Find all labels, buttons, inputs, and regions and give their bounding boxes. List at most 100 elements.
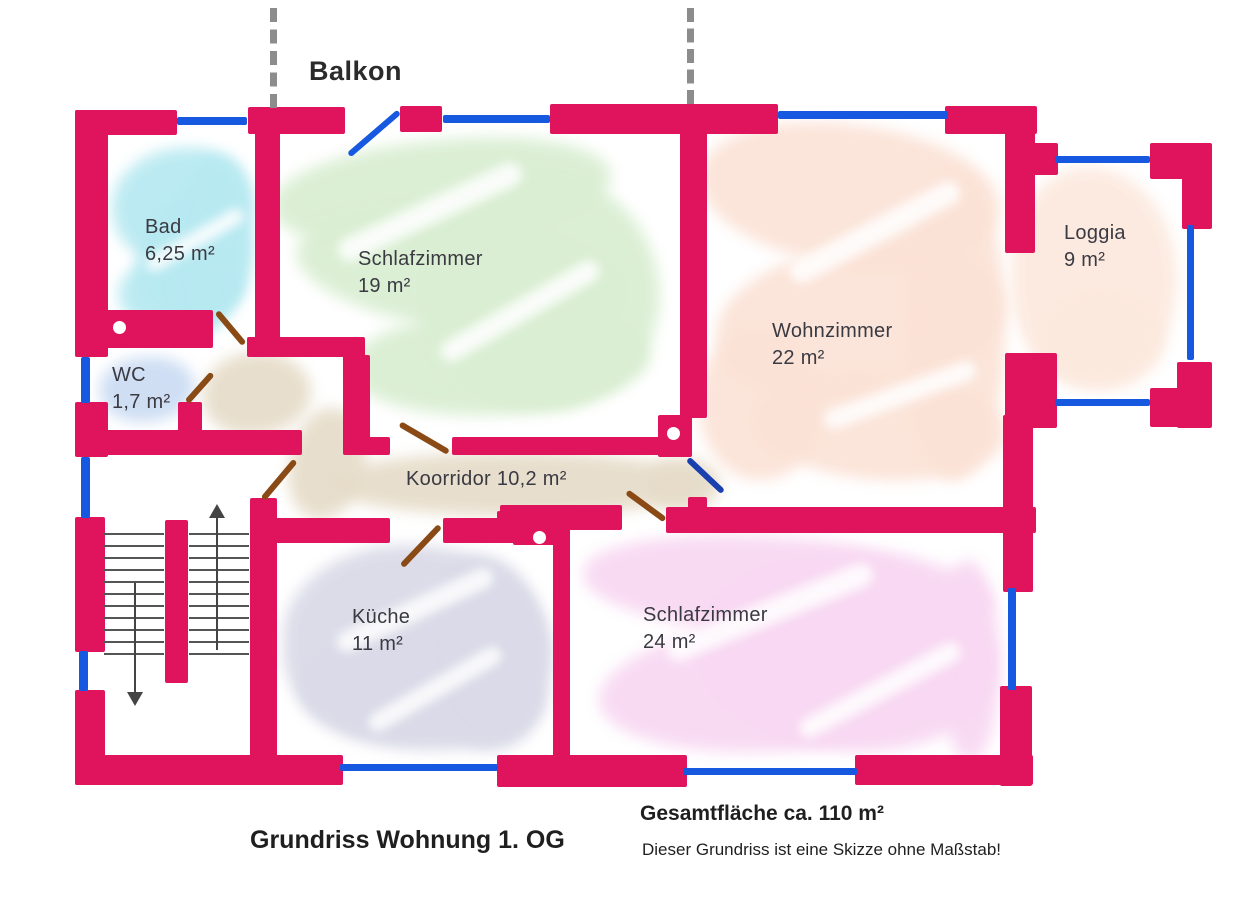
room-fill-koorridor [645, 458, 720, 510]
wall-segment [75, 755, 343, 785]
plan-title: Grundriss Wohnung 1. OG [250, 826, 565, 854]
room-name: Küche [352, 606, 411, 628]
room-label-bad: Bad 6,25 m² [145, 214, 215, 268]
room-name: Schlafzimmer [643, 604, 768, 626]
wall-segment [178, 402, 202, 432]
balcony-divider-line [270, 8, 277, 108]
stair-step [189, 581, 249, 583]
stair-arrow-up-head [209, 504, 225, 518]
room-area: 24 m² [643, 631, 696, 653]
room-name: WC [112, 364, 146, 386]
room-area: 11 m² [352, 633, 404, 655]
window [177, 117, 247, 125]
door-hinge-dot [667, 427, 680, 440]
room-label-wc: WC 1,7 m² [112, 362, 170, 416]
door-swing [260, 459, 298, 501]
stair-arrow-down [134, 583, 136, 693]
stair-step [104, 581, 164, 583]
wall-segment [500, 505, 622, 530]
stair-step [189, 593, 249, 595]
wall-segment [1030, 143, 1058, 175]
balcony-door-swing [347, 109, 401, 158]
wall-segment [165, 520, 188, 683]
wall-segment [1182, 173, 1212, 229]
disclaimer-note: Dieser Grundriss ist eine Skizze ohne Ma… [642, 840, 1002, 859]
door-swing [625, 489, 667, 523]
window [340, 764, 498, 771]
stair-step [104, 545, 164, 547]
room-label-loggia: Loggia 9 m² [1064, 220, 1126, 274]
door-hinge-dot [113, 321, 126, 334]
stair-step [104, 533, 164, 535]
door-swing [399, 523, 443, 569]
room-label-koorridor: Koorridor 10,2 m² [406, 466, 567, 493]
window [81, 457, 90, 518]
room-label-schlafzimmer-19: Schlafzimmer 19 m² [358, 246, 483, 300]
window [1055, 156, 1150, 163]
stair-step [189, 605, 249, 607]
stair-step [189, 653, 249, 655]
room-area: 6,25 m² [145, 243, 215, 265]
window [443, 115, 550, 123]
balcony-divider-line [687, 8, 694, 104]
stair-step [104, 557, 164, 559]
wall-segment [75, 110, 177, 135]
wall-segment [452, 437, 660, 455]
wall-segment [400, 106, 442, 132]
room-fill-wohnzimmer [700, 330, 820, 480]
room-fill-wohnzimmer [905, 170, 1005, 480]
room-area: 9 m² [1064, 249, 1106, 271]
room-name: Koorridor [406, 468, 491, 490]
stair-step [189, 533, 249, 535]
door-swing [398, 421, 450, 455]
wall-segment [255, 128, 280, 343]
room-label-kueche: Küche 11 m² [352, 604, 410, 658]
wall-segment [553, 530, 570, 757]
wall-segment [680, 126, 707, 418]
stair-step [189, 617, 249, 619]
total-area-note: Gesamtfläche ca. 110 m² [640, 802, 884, 825]
stair-step [104, 569, 164, 571]
stair-step [189, 545, 249, 547]
window [81, 357, 90, 403]
room-area: 22 m² [772, 347, 825, 369]
window [79, 651, 88, 691]
wall-segment [550, 104, 778, 134]
room-name: Schlafzimmer [358, 248, 483, 270]
room-label-schlafzimmer-24: Schlafzimmer 24 m² [643, 602, 768, 656]
wall-segment [75, 110, 108, 357]
wall-segment [1003, 415, 1033, 592]
stair-arrow-down-head [127, 692, 143, 706]
wall-segment [666, 507, 1036, 533]
room-name: Loggia [1064, 222, 1126, 244]
wall-segment [250, 518, 390, 543]
window [778, 111, 948, 119]
wall-segment [247, 337, 365, 357]
wall-segment [1000, 686, 1032, 786]
window [1008, 588, 1016, 690]
wohnzimmer-door-swing [685, 456, 726, 495]
stair-step [189, 641, 249, 643]
stair-step [189, 569, 249, 571]
window [683, 768, 857, 775]
window [1187, 225, 1194, 360]
wall-segment [75, 430, 302, 455]
wall-segment [1150, 388, 1200, 427]
wall-segment [343, 355, 370, 445]
room-area: 19 m² [358, 275, 411, 297]
stair-step [189, 629, 249, 631]
door-swing [184, 372, 215, 404]
stair-step [189, 557, 249, 559]
room-area: 10,2 m² [496, 468, 567, 490]
stair-arrow-up [216, 515, 218, 650]
wall-segment [75, 517, 105, 652]
wall-segment [343, 437, 390, 455]
window [1055, 399, 1150, 406]
room-name: Wohnzimmer [772, 320, 893, 342]
wall-segment [497, 755, 687, 787]
balcony-label: Balkon [309, 56, 403, 86]
door-hinge-dot [533, 531, 546, 544]
